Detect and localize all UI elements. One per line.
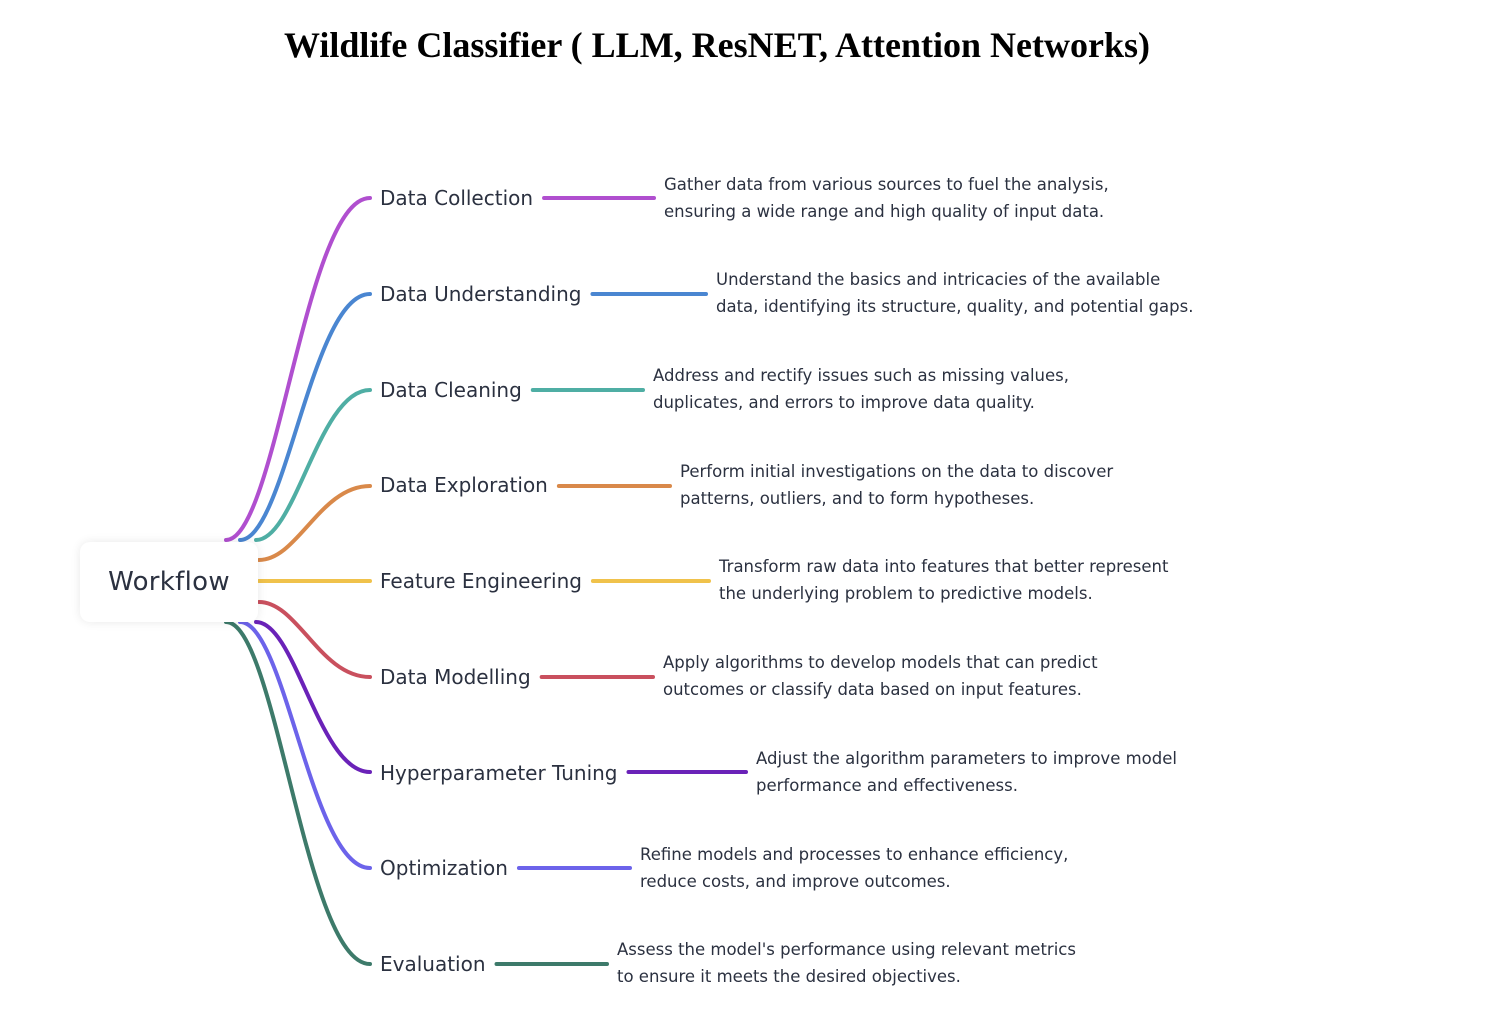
step-description-data-exploration: Perform initial investigations on the da… (680, 458, 1113, 512)
step-description-line: duplicates, and errors to improve data q… (653, 393, 1035, 412)
branch-connector (238, 292, 372, 542)
step-description-optimization: Refine models and processes to enhance e… (640, 841, 1068, 895)
step-label-data-exploration[interactable]: Data Exploration (380, 473, 548, 497)
branch-connector (254, 388, 372, 542)
step-description-line: the underlying problem to predictive mod… (719, 584, 1093, 603)
step-label-data-modelling[interactable]: Data Modelling (380, 665, 531, 689)
step-label-evaluation[interactable]: Evaluation (380, 952, 486, 976)
branch-connector (254, 620, 372, 774)
branch-connectors (224, 196, 372, 966)
step-description-line: Assess the model's performance using rel… (617, 940, 1076, 959)
branch-connector (224, 620, 372, 966)
branch-connector (224, 196, 372, 542)
step-description-line: Understand the basics and intricacies of… (716, 270, 1161, 289)
step-description-line: ensuring a wide range and high quality o… (664, 202, 1105, 221)
branch-connector (238, 620, 372, 870)
step-label-data-cleaning[interactable]: Data Cleaning (380, 378, 522, 402)
step-label-hyperparameter-tuning[interactable]: Hyperparameter Tuning (380, 761, 618, 785)
step-description-line: Transform raw data into features that be… (719, 557, 1169, 576)
step-description-line: Adjust the algorithm parameters to impro… (756, 749, 1177, 768)
step-description-line: reduce costs, and improve outcomes. (640, 872, 951, 891)
step-description-data-modelling: Apply algorithms to develop models that … (663, 649, 1098, 703)
diagram-title: Wildlife Classifier ( LLM, ResNET, Atten… (284, 25, 1150, 65)
step-description-line: Perform initial investigations on the da… (680, 462, 1114, 481)
step-description-data-understanding: Understand the basics and intricacies of… (716, 266, 1193, 320)
branch-connector (257, 484, 372, 562)
step-description-line: data, identifying its structure, quality… (716, 297, 1194, 316)
root-node-workflow[interactable]: Workflow (80, 542, 258, 622)
step-label-feature-engineering[interactable]: Feature Engineering (380, 569, 582, 593)
step-description-data-collection: Gather data from various sources to fuel… (664, 171, 1109, 225)
root-node-label: Workflow (108, 567, 230, 597)
step-description-evaluation: Assess the model's performance using rel… (617, 936, 1076, 990)
step-description-line: Apply algorithms to develop models that … (663, 653, 1098, 672)
step-description-line: to ensure it meets the desired objective… (617, 967, 961, 986)
step-label-optimization[interactable]: Optimization (380, 856, 508, 880)
step-description-line: performance and effectiveness. (756, 776, 1018, 795)
branch-connector (257, 600, 372, 679)
step-description-hyperparameter-tuning: Adjust the algorithm parameters to impro… (756, 745, 1177, 799)
step-description-line: patterns, outliers, and to form hypothes… (680, 489, 1035, 508)
leaf-connectors (494, 196, 748, 966)
step-label-data-understanding[interactable]: Data Understanding (380, 282, 582, 306)
step-description-feature-engineering: Transform raw data into features that be… (719, 553, 1168, 607)
step-label-data-collection[interactable]: Data Collection (380, 186, 534, 210)
step-description-line: Address and rectify issues such as missi… (653, 366, 1069, 385)
step-description-line: Refine models and processes to enhance e… (640, 845, 1069, 864)
step-description-line: outcomes or classify data based on input… (663, 680, 1082, 699)
step-description-line: Gather data from various sources to fuel… (664, 175, 1109, 194)
step-description-data-cleaning: Address and rectify issues such as missi… (653, 362, 1069, 416)
